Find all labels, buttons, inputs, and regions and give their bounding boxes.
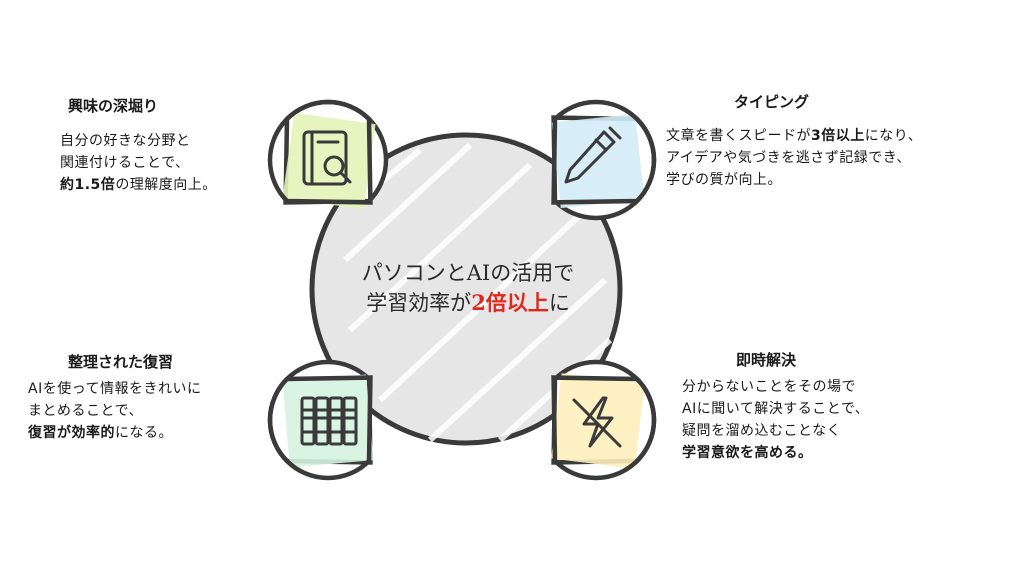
body-line: 自分の好きな分野と [60, 130, 217, 152]
pen-icon [564, 126, 622, 184]
emphasis-text: 約1.5倍 [60, 177, 116, 193]
body-line: AIに聞いて解決することで、 [682, 398, 869, 420]
title-deep-dive: 興味の深堀り [68, 97, 159, 115]
body-line: まとめることで、 [28, 400, 202, 422]
body-text: 学びの質が向上。 [666, 172, 782, 188]
body-line: 文章を書くスピードが3倍以上になり、 [666, 125, 922, 147]
body-line: 疑問を溜め込むことなく [682, 420, 869, 442]
center-label: パソコンとAIの活用で 学習効率が2倍以上に [318, 258, 618, 318]
lightning-off-icon [572, 396, 622, 448]
body-text: まとめることで、 [28, 403, 144, 419]
title-typing: タイピング [734, 93, 810, 111]
title-instant: 即時解決 [736, 351, 797, 369]
body-deep-dive: 自分の好きな分野と関連付けることで、約1.5倍の理解度向上。 [60, 130, 217, 196]
title-review: 整理された復習 [68, 353, 174, 371]
body-instant: 分からないことをその場で AIに聞いて解決することで、疑問を溜め込むことなく学習意… [682, 376, 869, 464]
body-text: AIを使って情報をきれいに [28, 381, 202, 397]
center-highlight: 2倍以上 [471, 290, 549, 315]
body-text: 文章を書くスピードが [666, 128, 811, 144]
body-text: アイデアや気づきを逃さず記録でき、 [666, 150, 911, 166]
center-line-2-prefix: 学習効率が [366, 291, 472, 315]
wash-deep-dive [282, 112, 376, 210]
body-line: 学びの質が向上。 [666, 169, 922, 191]
body-line: 分からないことをその場で [682, 376, 869, 398]
body-text: 分からないことをその場で [682, 379, 856, 395]
body-line: 関連付けることで、 [60, 152, 217, 174]
body-line: 復習が効率的になる。 [28, 422, 202, 444]
body-text: 自分の好きな分野と [60, 133, 191, 149]
body-text: AIに聞いて解決することで、 [682, 401, 870, 417]
wash-typing [551, 113, 645, 209]
body-line: 約1.5倍の理解度向上。 [60, 174, 217, 196]
emphasis-text: 3倍以上 [811, 128, 865, 144]
body-text: 疑問を溜め込むことなく [682, 423, 842, 439]
center-line-2-suffix: に [548, 291, 570, 315]
center-line-2: 学習効率が2倍以上に [318, 288, 618, 318]
body-text: の理解度向上。 [115, 177, 217, 193]
book-search-icon [302, 130, 352, 186]
emphasis-text: 復習が効率的 [28, 425, 115, 441]
body-text: になり、 [864, 128, 923, 144]
center-line-1: パソコンとAIの活用で [361, 261, 575, 285]
body-text: 関連付けることで、 [60, 155, 190, 171]
body-line: アイデアや気づきを逃さず記録でき、 [666, 147, 922, 169]
center-circle [309, 132, 623, 446]
body-text: になる。 [115, 425, 173, 441]
body-line: AIを使って情報をきれいに [28, 378, 202, 400]
file-binders-icon [300, 396, 358, 446]
emphasis-text: 学習意欲を高める。 [682, 445, 813, 461]
wash-instant [551, 373, 645, 469]
body-review: AIを使って情報をきれいにまとめることで、復習が効率的になる。 [28, 378, 202, 444]
body-typing: 文章を書くスピードが3倍以上になり、アイデアや気づきを逃さず記録でき、学びの質が… [666, 125, 922, 191]
body-line: 学習意欲を高める。 [682, 442, 869, 464]
